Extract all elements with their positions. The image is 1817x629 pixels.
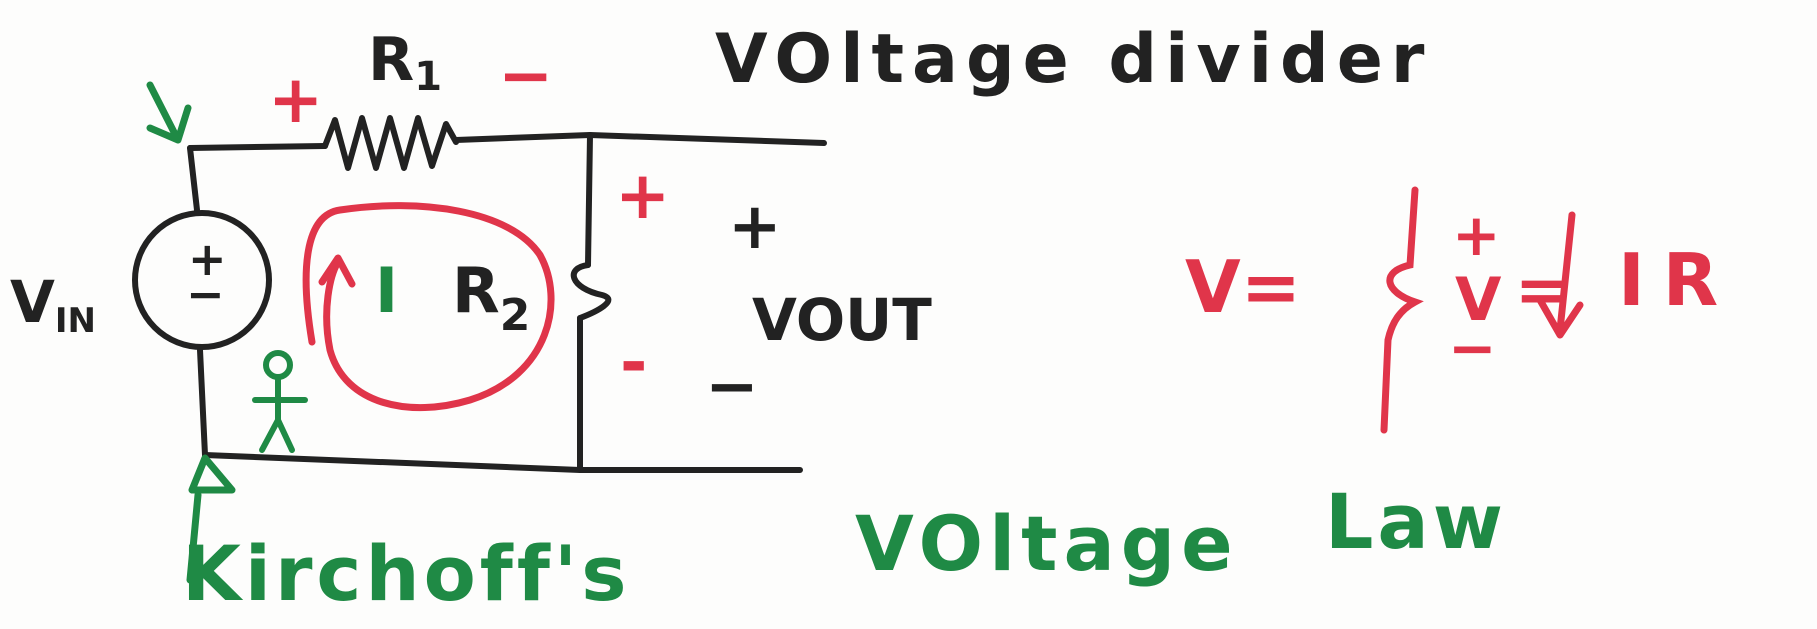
r1-minus-sign: − [498,37,553,114]
formula-minus-sign: − [1448,314,1497,382]
r1-plus-sign: + [268,61,323,138]
r2-minus-sign: - [620,324,647,401]
vout-plus-sign: + [728,190,782,264]
voltage-source-icon [132,210,272,350]
ohms-law-rhs: IR [1618,238,1736,322]
r2-label: R2 [452,254,530,341]
vout-label: VOUT [752,286,932,354]
ground-arrow-icon [186,454,236,584]
current-label: I [375,254,398,327]
kvl-kirchoffs: Kirchoff's [182,529,630,618]
r2-plus-sign: + [615,157,670,234]
source-plus-sign: + [188,232,227,286]
formula-v-symbol: V [1455,265,1502,335]
stick-figure-icon [252,350,308,453]
vin-label: VIN [10,268,96,341]
resistor-r1-symbol [322,115,459,171]
vout-minus-sign: − [705,350,759,424]
current-loop-arrow [302,202,555,412]
formula-resistor-icon [1380,186,1424,434]
diagram-title: VOltage divider [715,20,1432,99]
kvl-voltage: VOltage [855,499,1239,588]
kvl-law: Law [1325,477,1507,566]
current-loop-arrowhead-icon [318,254,356,288]
formula-plus-sign: + [1452,201,1501,269]
r1-label: R1 [368,25,442,100]
ohms-law-lhs: V= [1185,245,1301,329]
top-node-arrow-icon [146,81,192,144]
formula-current-arrow-icon [1536,211,1584,339]
resistor-r2-symbol [570,262,612,321]
source-minus-sign: − [186,267,225,321]
circuit-wires [187,115,827,473]
